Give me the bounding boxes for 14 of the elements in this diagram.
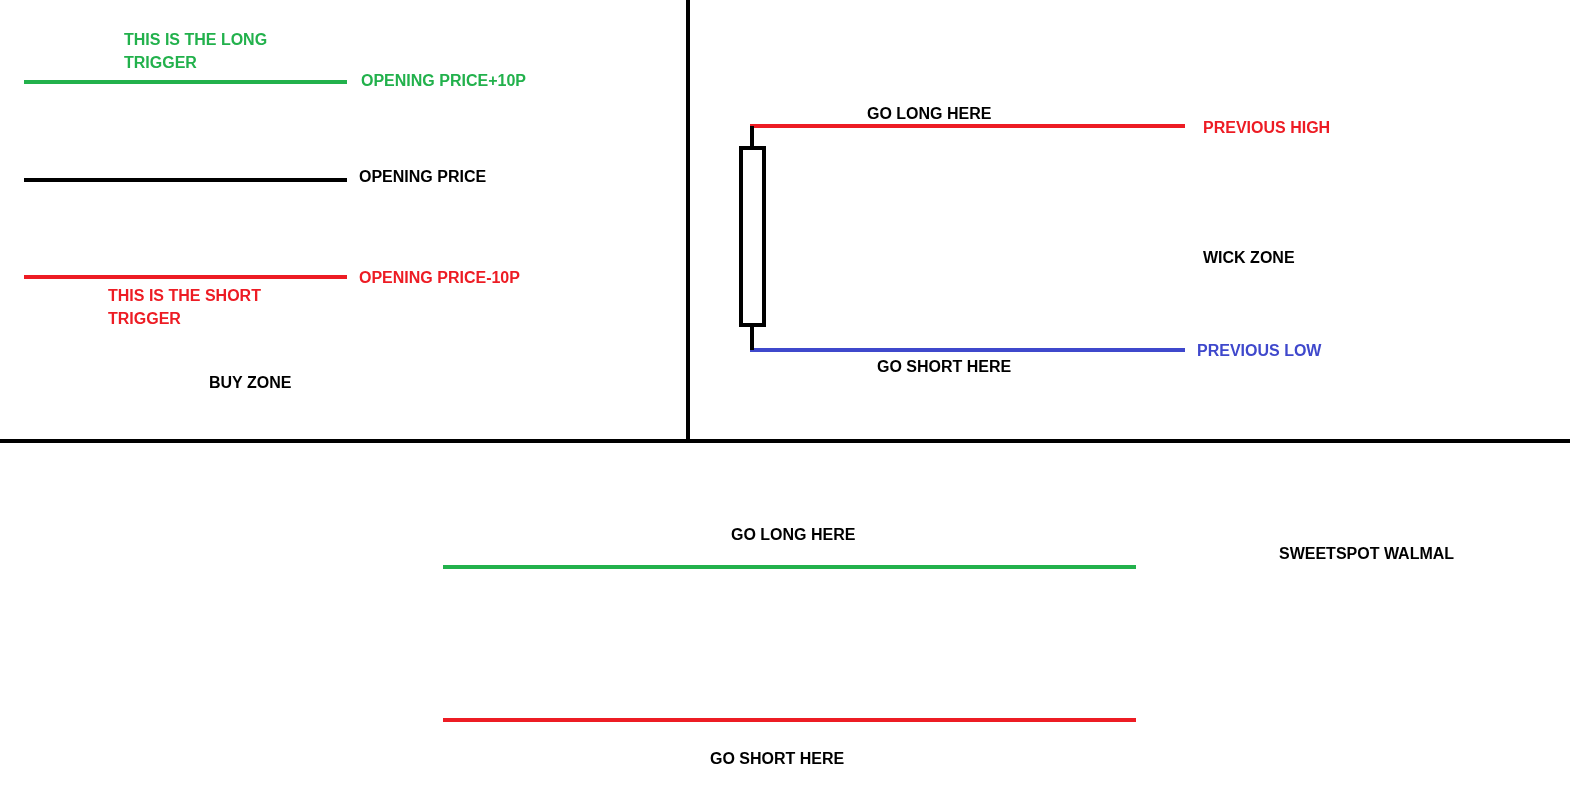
annotation-text: GO SHORT HERE bbox=[710, 748, 845, 769]
annotation-text: THIS IS THE SHORT TRIGGER bbox=[108, 286, 262, 329]
price-label: PREVIOUS LOW bbox=[1197, 340, 1322, 361]
zone-label: SWEETSPOT WALMAL bbox=[1279, 543, 1455, 564]
price-label: OPENING PRICE-10P bbox=[359, 267, 520, 288]
price-label: PREVIOUS HIGH bbox=[1203, 117, 1331, 138]
annotation-text: THIS IS THE LONG TRIGGER bbox=[124, 30, 269, 73]
annotation-text: GO LONG HERE bbox=[867, 103, 992, 124]
price-label: OPENING PRICE bbox=[359, 166, 487, 187]
annotation-text: GO SHORT HERE bbox=[877, 356, 1012, 377]
zone-label: BUY ZONE bbox=[209, 372, 292, 393]
zone-label: WICK ZONE bbox=[1203, 247, 1295, 268]
price-label: OPENING PRICE+10P bbox=[361, 70, 526, 91]
annotation-text: GO LONG HERE bbox=[731, 524, 856, 545]
